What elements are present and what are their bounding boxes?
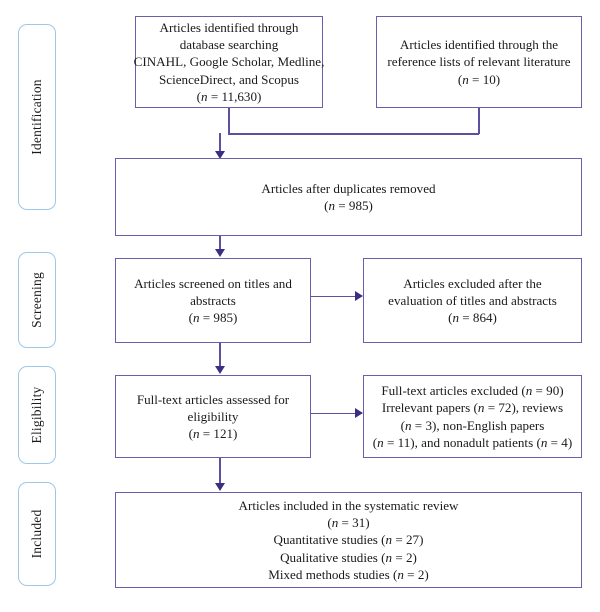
arrow-merge-to-duplicates <box>214 151 225 159</box>
connector-duplicates-to-screened <box>219 236 221 250</box>
node-database-search-text: Articles identified through database sea… <box>128 19 331 104</box>
line: Mixed methods studies (n = 2) <box>268 566 429 582</box>
connector-database-search-drop <box>228 108 230 134</box>
line-count: (n = 864) <box>448 310 497 325</box>
node-fulltext-assessed-text: Full-text articles assessed for eligibil… <box>131 391 295 442</box>
node-excluded-screening: Articles excluded after the evaluation o… <box>363 258 582 343</box>
node-duplicates-removed-text: Articles after duplicates removed (n = 9… <box>255 180 441 214</box>
line: abstracts <box>190 292 236 308</box>
arrow-fulltext-to-included <box>214 483 225 491</box>
line-count: (n = 11,630) <box>196 88 262 104</box>
line: ScienceDirect, and Scopus <box>159 71 299 87</box>
node-fulltext-assessed: Full-text articles assessed for eligibil… <box>115 375 311 458</box>
line: evaluation of titles and abstracts <box>388 292 557 308</box>
line: eligibility <box>187 408 239 424</box>
node-articles-screened: Articles screened on titles and abstract… <box>115 258 311 343</box>
node-database-search: Articles identified through database sea… <box>134 16 324 108</box>
stage-label-screening: Screening <box>18 252 56 348</box>
stage-label-eligibility-text: Eligibility <box>29 386 44 444</box>
node-included: Articles included in the systematic revi… <box>115 492 582 588</box>
node-duplicates-removed: Articles after duplicates removed (n = 9… <box>115 158 582 236</box>
line: Articles identified through <box>159 20 299 36</box>
arrow-fulltext-to-excluded <box>355 408 363 418</box>
node-articles-screened-text: Articles screened on titles and abstract… <box>128 275 298 326</box>
node-excluded-fulltext: Full-text articles excluded (n = 90) Irr… <box>363 375 582 458</box>
line-count: (n = 985) <box>324 198 373 213</box>
arrow-duplicates-to-screened <box>214 249 225 257</box>
arrow-screened-to-excluded <box>355 291 363 301</box>
arrow-screened-to-fulltext <box>214 366 225 374</box>
connector-reference-lists-drop <box>478 108 480 134</box>
line: Articles included in the systematic revi… <box>238 498 459 514</box>
stage-label-included: Included <box>18 482 56 586</box>
line: CINAHL, Google Scholar, Medline, <box>133 54 325 70</box>
line: (n = 11), and nonadult patients (n = 4) <box>372 434 573 450</box>
connector-fulltext-to-excluded <box>311 412 357 415</box>
stage-label-screening-text: Screening <box>29 272 44 328</box>
line: reference lists of relevant literature <box>387 54 571 70</box>
line: (n = 3), non-English papers <box>400 417 545 433</box>
connector-merge-bar <box>228 133 479 135</box>
line-count: (n = 121) <box>188 426 238 441</box>
line: Irrelevant papers (n = 72), reviews <box>381 400 564 416</box>
line: Articles identified through the <box>399 37 559 53</box>
connector-screened-to-excluded <box>311 295 357 298</box>
line: Full-text articles excluded (n = 90) <box>381 383 564 399</box>
connector-screened-to-fulltext <box>219 343 221 367</box>
line: Qualitative studies (n = 2) <box>280 549 417 565</box>
line: Articles excluded after the <box>403 275 542 291</box>
connector-merge-to-duplicates <box>219 133 221 153</box>
line-count: (n = 31) <box>327 515 370 531</box>
line: Quantitative studies (n = 27) <box>273 532 424 548</box>
node-reference-lists-text: Articles identified through the referenc… <box>381 36 576 87</box>
node-included-text: Articles included in the systematic revi… <box>233 497 465 582</box>
stage-label-eligibility: Eligibility <box>18 366 56 464</box>
line: Articles screened on titles and <box>134 275 292 291</box>
connector-fulltext-to-included <box>219 458 221 484</box>
line: Articles after duplicates removed <box>261 180 436 196</box>
node-reference-lists: Articles identified through the referenc… <box>376 16 582 108</box>
line: database searching <box>179 37 279 53</box>
stage-label-included-text: Included <box>29 509 44 559</box>
stage-label-identification: Identification <box>18 24 56 210</box>
line-count: (n = 10) <box>457 71 501 87</box>
stage-label-identification-text: Identification <box>29 79 44 155</box>
line: Full-text articles assessed for <box>136 391 290 407</box>
node-excluded-fulltext-text: Full-text articles excluded (n = 90) Irr… <box>367 382 578 450</box>
line-count: (n = 985) <box>188 310 238 325</box>
node-excluded-screening-text: Articles excluded after the evaluation o… <box>382 275 563 326</box>
